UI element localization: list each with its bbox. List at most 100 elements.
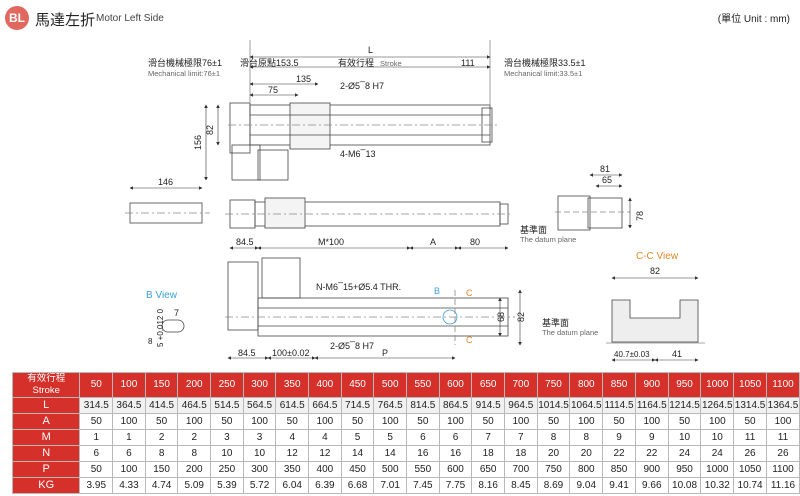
table-cell: 18 [503,445,538,462]
table-cell: 24 [667,445,702,462]
table-cell: 1264.5 [700,397,735,414]
table-cell: 22 [602,445,636,462]
table-cell: 100 [112,461,146,478]
table-cell: 10 [700,429,735,446]
b-dim-8: 8 [148,337,153,346]
origin-label: 滑台原點153.5 [240,57,299,68]
table-cell: 100 [765,413,800,430]
dim-75: 75 [268,85,278,95]
table-cell: 350 [275,461,310,478]
table-cell: 50 [340,413,375,430]
table-cell: 1364.5 [765,397,800,414]
table-cell: 2 [177,429,212,446]
table-cell: 414.5 [144,397,179,414]
dim-68: 68 [496,312,506,322]
stroke-col-1050: 1050 [733,372,767,398]
table-cell: 50 [275,413,310,430]
stroke-col-500: 500 [373,372,408,398]
table-cell: 8 [144,445,179,462]
stroke-col-150: 150 [144,372,179,398]
dim-146: 146 [158,177,173,187]
table-cell: 6 [79,445,114,462]
table-cell: 8.16 [471,477,505,494]
table-cell: 1064.5 [569,397,604,414]
table-cell: 9 [602,429,636,446]
page-title: 馬達左折 [35,11,96,29]
table-cell: 7.75 [438,477,473,494]
table-cell: 964.5 [503,397,538,414]
mech-limit-right-en: Mechanical limit:33.5±1 [504,69,582,78]
table-cell: 914.5 [471,397,505,414]
dim-a: A [430,237,436,247]
stroke-col-1000: 1000 [700,372,735,398]
stroke-col-250: 250 [210,372,244,398]
stroke-header-zh: 有效行程 [27,373,66,385]
table-cell: 764.5 [373,397,408,414]
c-mark-bottom: C [466,335,473,345]
stroke-header: 有效行程 Stroke [11,372,81,398]
stroke-col-750: 750 [536,372,571,398]
row-label: M [11,429,81,446]
table-cell: 22 [634,445,669,462]
table-cell: 100 [112,413,146,430]
stroke-header-en: Stroke [32,385,60,396]
n-hole-label: N-M6 ̅ 15+Ø5.4 THR. [316,282,401,292]
table-cell: 6.04 [275,477,310,494]
dim-m100: M*100 [318,237,344,247]
table-cell: 364.5 [112,397,146,414]
table-cell: 5.39 [210,477,244,494]
stroke-col-650: 650 [471,372,505,398]
table-cell: 2 [144,429,179,446]
table-cell: 100 [242,413,277,430]
bottom-view [225,257,515,345]
table-cell: 11 [765,429,800,446]
table-cell: 1000 [700,461,735,478]
stroke-col-700: 700 [503,372,538,398]
cc-view-title: C-C View [636,251,679,262]
unit-label: (單位 Unit : mm) [717,14,790,25]
table-cell: 850 [602,461,636,478]
table-cell: 7 [471,429,505,446]
table-cell: 5 [340,429,375,446]
b-view-title: B View [146,290,178,301]
dim-82: 82 [205,125,215,135]
table-cell: 14 [373,445,408,462]
table-cell: 864.5 [438,397,473,414]
table-cell: 750 [536,461,571,478]
dim-80: 80 [470,237,480,247]
table-cell: 900 [634,461,669,478]
table-cell: 20 [569,445,604,462]
c-mark-top: C [466,288,473,298]
table-cell: 400 [308,461,342,478]
table-cell: 20 [536,445,571,462]
table-cell: 700 [503,461,538,478]
table-cell: 500 [373,461,408,478]
side-view [125,197,512,229]
table-cell: 150 [144,461,179,478]
table-cell: 1 [112,429,146,446]
tap-label: 4-M6 ̅ 13 [340,149,376,159]
table-cell: 100 [700,413,735,430]
table-cell: 6 [406,429,440,446]
table-cell: 8 [536,429,571,446]
model-badge: BL [5,6,29,30]
page-header: BL 馬達左折 Motor Left Side (單位 Unit : mm) [0,0,800,34]
table-cell: 10 [667,429,702,446]
table-cell: 9.41 [602,477,636,494]
table-cell: 4 [275,429,310,446]
table-cell: 1100 [765,461,800,478]
stroke-col-600: 600 [438,372,473,398]
table-cell: 50 [79,413,114,430]
table-cell: 50 [210,413,244,430]
table-cell: 7.01 [373,477,408,494]
table-cell: 50 [602,413,636,430]
table-cell: 12 [308,445,342,462]
table-cell: 8 [569,429,604,446]
mech-limit-left: 滑台機械極限76±1 [148,57,222,68]
table-cell: 714.5 [340,397,375,414]
table-cell: 3 [242,429,277,446]
table-cell: 250 [210,461,244,478]
